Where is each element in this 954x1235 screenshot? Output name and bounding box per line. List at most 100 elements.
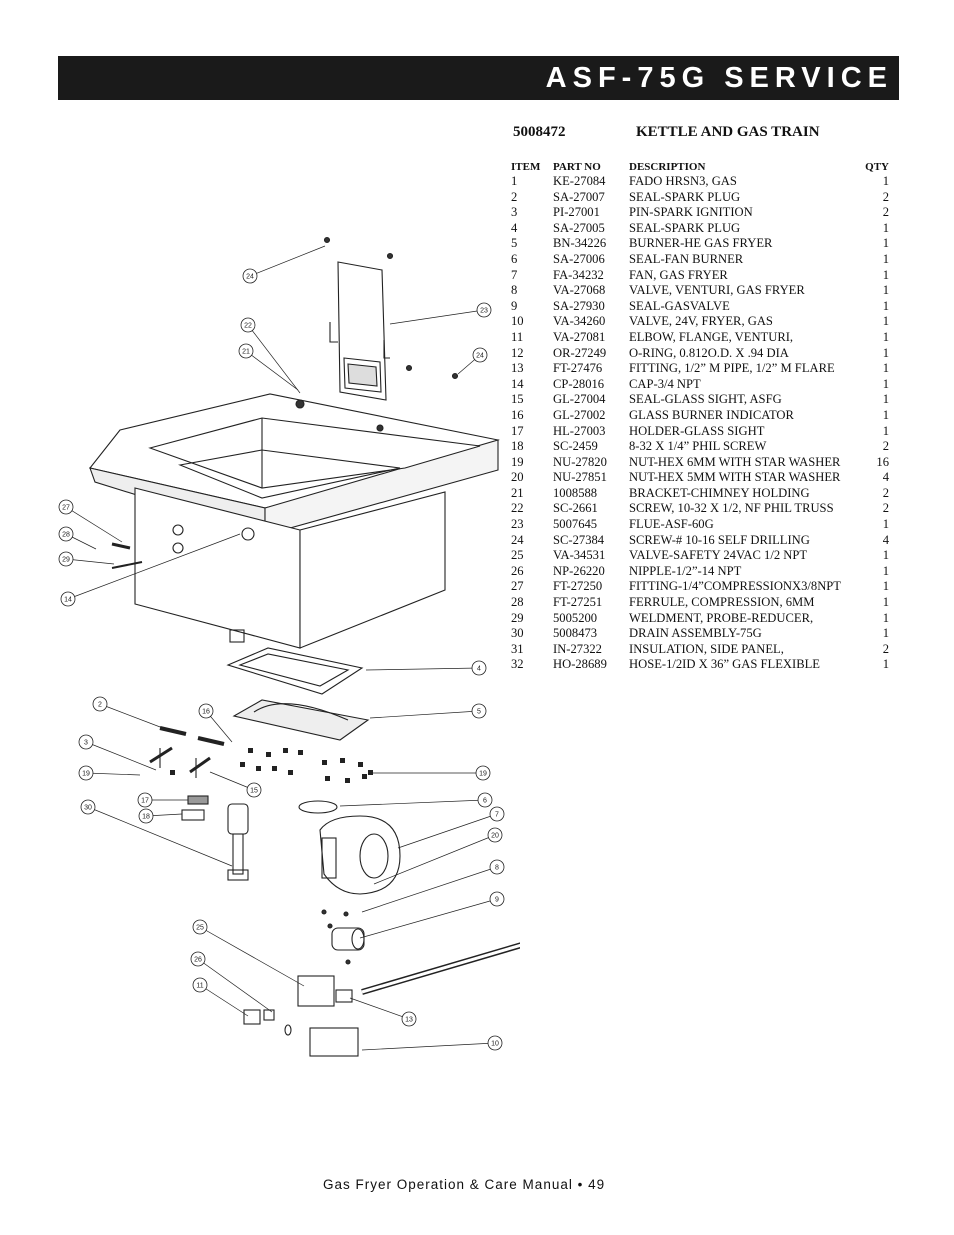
callout-label: 14: [64, 597, 72, 604]
callout-leader: [197, 958, 273, 1013]
part-quantity: 1: [882, 595, 889, 610]
callout-leader: [247, 324, 301, 394]
part-number: SC-2661: [553, 501, 598, 516]
callout-label: 25: [196, 925, 204, 932]
callouts: 2422212324272829144521631915191718673020…: [58, 268, 505, 1051]
callout-25: 25: [192, 919, 208, 935]
part-quantity: 1: [882, 283, 889, 298]
callout-leader: [349, 997, 410, 1020]
part-description: VALVE, VENTURI, GAS FRYER: [629, 283, 805, 298]
part-description: GLASS BURNER INDICATOR: [629, 407, 794, 422]
part-description: NIPPLE-1/2”-14 NPT: [629, 563, 742, 578]
part-number: 5007645: [553, 517, 598, 532]
part-number: FT-27251: [553, 595, 603, 610]
callout-leader: [339, 799, 486, 807]
part-quantity: 1: [882, 251, 889, 266]
item-number: 23: [511, 517, 524, 532]
part-number: NU-27851: [553, 470, 607, 485]
callout-label: 19: [479, 771, 487, 778]
callout-label: 16: [202, 709, 210, 716]
part-description: BURNER-HE GAS FRYER: [629, 236, 773, 251]
callout-label: 13: [405, 1017, 413, 1024]
part-description: VALVE, 24V, FRYER, GAS: [629, 314, 773, 329]
page-banner: ASF-75G SERVICE: [58, 56, 899, 100]
callout-label: 18: [142, 814, 150, 821]
callout-27: 27: [58, 499, 74, 515]
callout-leader: [199, 926, 305, 987]
part-number: GL-27004: [553, 392, 606, 407]
part-number: FT-27250: [553, 579, 603, 594]
part-description: SEAL-SPARK PLUG: [629, 220, 741, 235]
part-quantity: 1: [882, 657, 889, 672]
part-description: 8-32 X 1/4” PHIL SCREW: [629, 439, 767, 454]
callout-23: 23: [476, 302, 492, 318]
section-number: 5008472: [513, 124, 566, 140]
callout-label: 24: [246, 274, 254, 281]
callout-label: 26: [194, 957, 202, 964]
item-number: 9: [511, 298, 518, 313]
callout-label: 3: [84, 740, 88, 747]
callout-8: 8: [489, 859, 505, 875]
callout-19: 19: [78, 765, 94, 781]
part-quantity: 4: [882, 532, 889, 547]
item-number: 18: [511, 439, 524, 454]
item-number: 19: [511, 454, 524, 469]
item-number: 10: [511, 314, 524, 329]
part-description: CAP-3/4 NPT: [629, 376, 701, 391]
part-quantity: 1: [882, 376, 889, 391]
part-quantity: 1: [882, 174, 889, 188]
item-number: 28: [511, 595, 524, 610]
part-number: NP-26220: [553, 563, 605, 578]
part-number: KE-27084: [553, 174, 606, 188]
part-number: SA-27007: [553, 189, 605, 204]
part-description: ELBOW, FLANGE, VENTURI,: [629, 329, 794, 344]
callout-label: 21: [242, 349, 250, 356]
part-quantity: 1: [882, 298, 889, 313]
callout-label: 30: [84, 805, 92, 812]
item-number: 25: [511, 548, 524, 563]
part-quantity: 1: [882, 314, 889, 329]
callout-label: 11: [196, 983, 203, 990]
callout-5: 5: [471, 703, 487, 719]
callout-20: 20: [487, 827, 503, 843]
callout-leader: [245, 350, 299, 391]
part-description: O-RING, 0.812O.D. X .94 DIA: [629, 345, 789, 360]
part-quantity: 2: [882, 485, 889, 500]
callout-28: 28: [58, 526, 74, 542]
flue-drawing: [323, 236, 459, 401]
part-quantity: 1: [882, 563, 889, 578]
callout-11: 11: [192, 977, 208, 993]
callout-leader: [199, 984, 249, 1017]
callout-leader: [85, 772, 141, 776]
part-quantity: 4: [882, 470, 889, 485]
part-number: NU-27820: [553, 454, 607, 469]
callout-leader: [361, 1042, 496, 1051]
callout-26: 26: [190, 951, 206, 967]
item-number: 17: [511, 423, 524, 438]
callout-leader: [65, 506, 123, 543]
part-number: 1008588: [553, 485, 598, 500]
part-number: SC-27384: [553, 532, 605, 547]
callout-leader: [67, 533, 241, 600]
item-number: 27: [511, 579, 524, 594]
part-description: HOSE-1/2ID X 36” GAS FLEXIBLE: [629, 657, 820, 672]
part-description: HOLDER-GLASS SIGHT: [629, 423, 765, 438]
header-part-no: PART NO: [553, 161, 601, 173]
part-description: NUT-HEX 5MM WITH STAR WASHER: [629, 470, 841, 485]
callout-label: 23: [480, 308, 488, 315]
part-quantity: 1: [882, 392, 889, 407]
